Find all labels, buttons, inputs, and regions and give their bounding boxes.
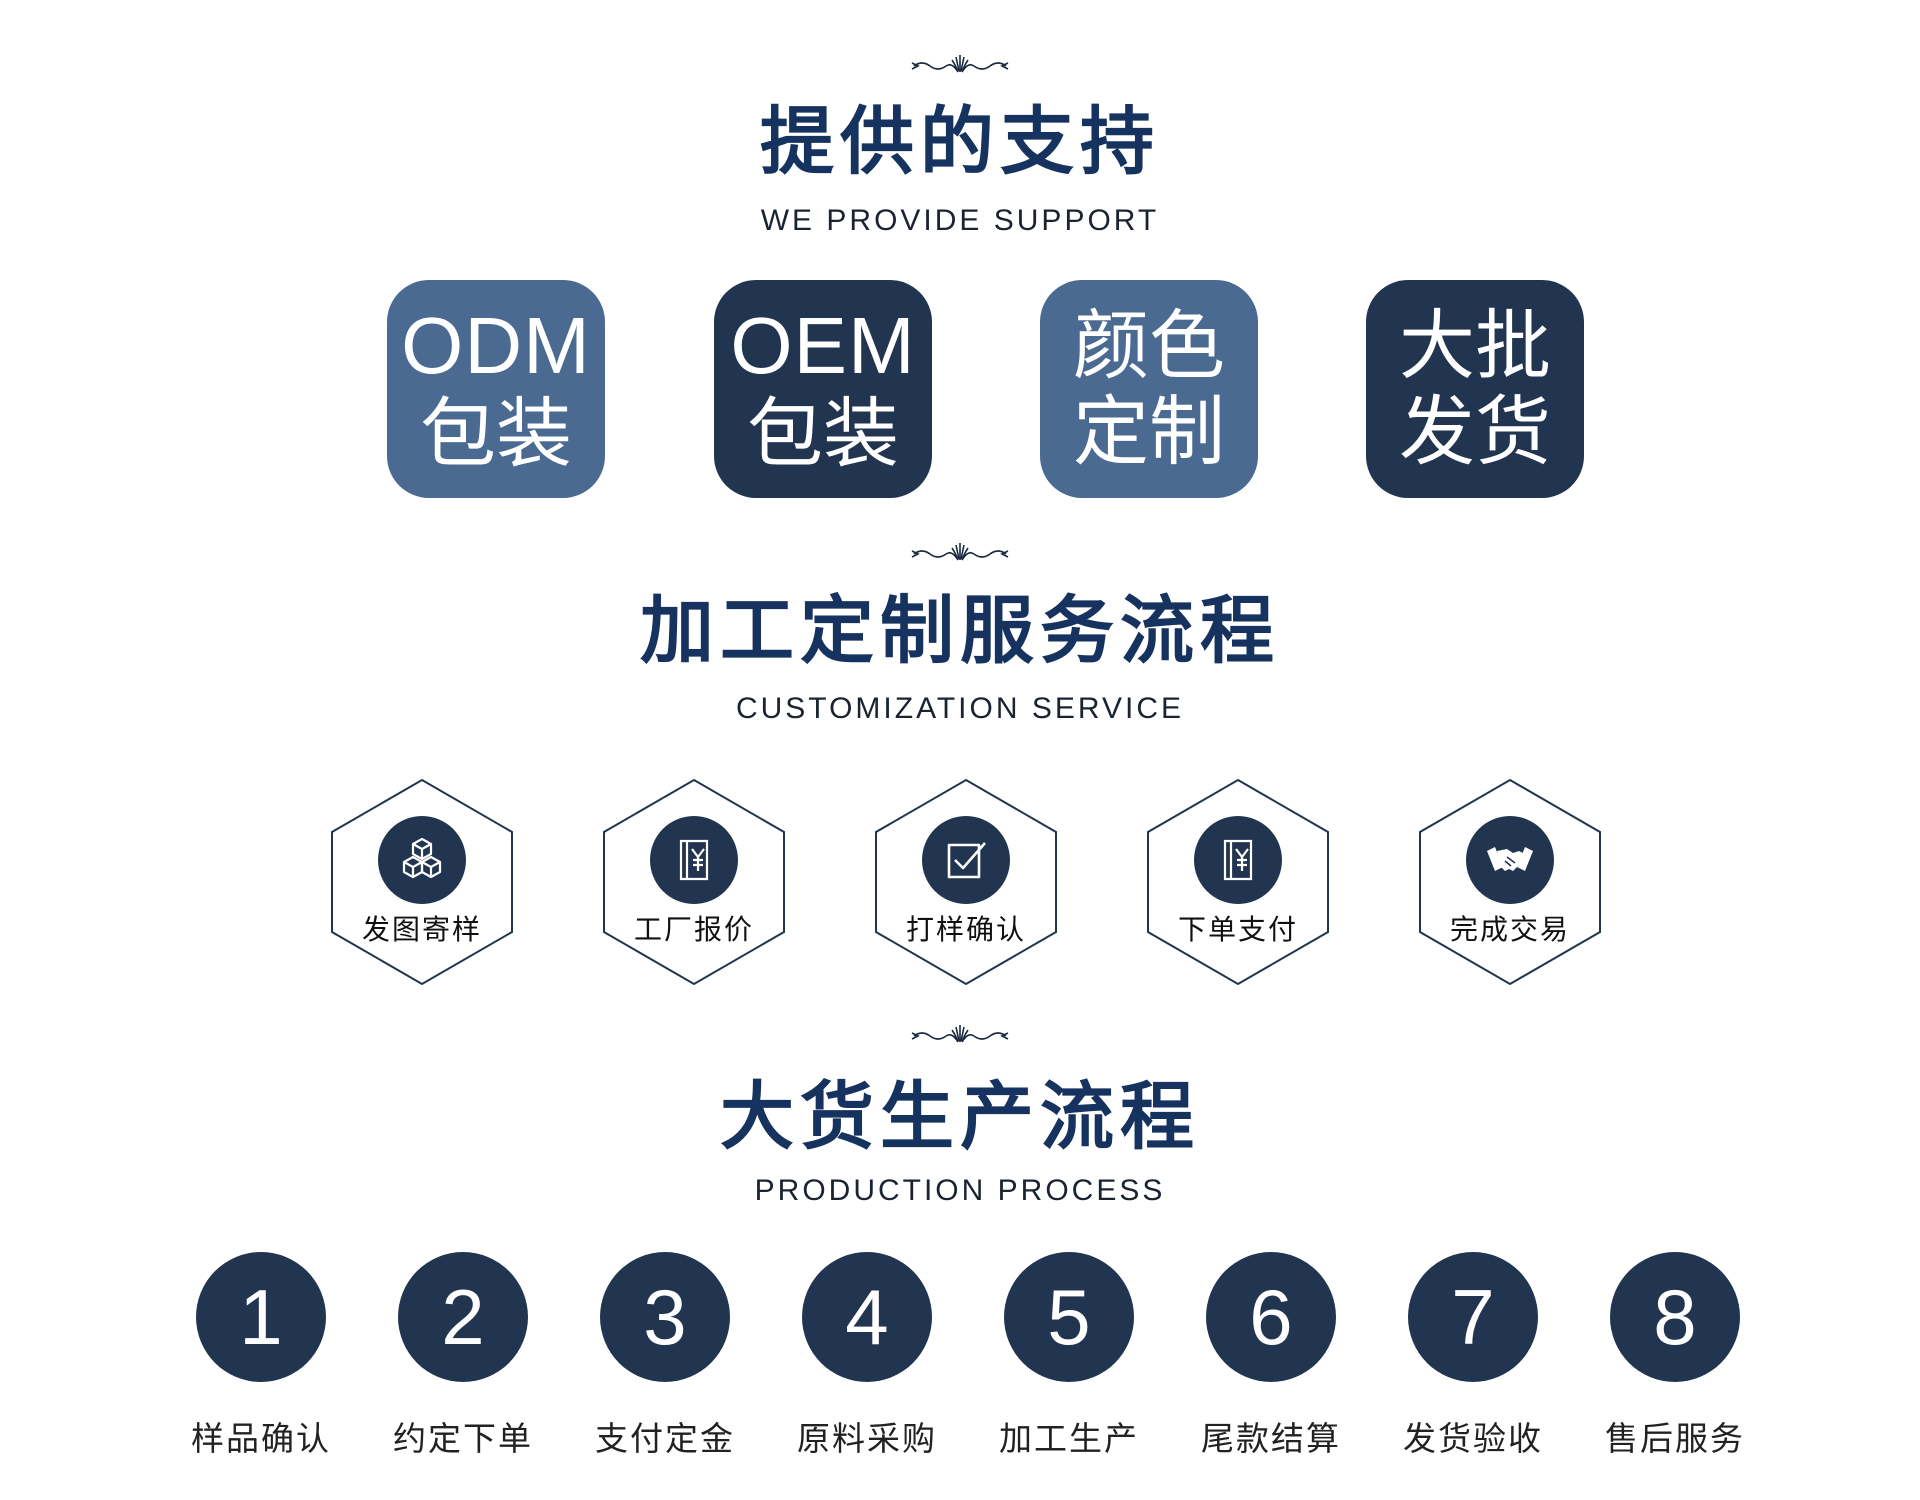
support-subtitle: WE PROVIDE SUPPORT [760, 204, 1160, 237]
production-step-6: 6 尾款结算 [1201, 1252, 1339, 1458]
step-number: 5 [1004, 1252, 1134, 1382]
tile-oem-packaging: OEM 包装 [714, 280, 932, 498]
ornament-icon [911, 55, 1009, 73]
tile-line2: 包装 [420, 389, 572, 478]
custom-step-label: 下单支付 [1177, 913, 1298, 946]
custom-step-label: 打样确认 [905, 913, 1026, 946]
tile-odm-packaging: ODM 包装 [387, 280, 605, 498]
checkbox-icon [922, 816, 1010, 904]
custom-step-3: 打样确认 [874, 778, 1058, 986]
custom-step-5: 完成交易 [1418, 778, 1602, 986]
support-title: 提供的支持 [760, 99, 1160, 185]
step-label: 约定下单 [393, 1419, 533, 1458]
production-step-8: 8 售后服务 [1605, 1252, 1743, 1458]
ornament-top [910, 52, 1010, 78]
tile-line1: OEM [730, 301, 916, 390]
production-step-3: 3 支付定金 [595, 1252, 733, 1458]
step-number: 3 [600, 1252, 730, 1382]
step-number: 8 [1610, 1252, 1740, 1382]
step-number: 1 [196, 1252, 326, 1382]
custom-step-4: 下单支付 [1146, 778, 1330, 986]
step-number: 2 [398, 1252, 528, 1382]
production-step-5: 5 加工生产 [999, 1252, 1137, 1458]
step-label: 原料采购 [797, 1419, 937, 1458]
customization-subtitle: CUSTOMIZATION SERVICE [735, 692, 1185, 725]
boxes-icon [378, 816, 466, 904]
ornament-middle [910, 540, 1010, 566]
custom-step-2: 工厂报价 [602, 778, 786, 986]
step-label: 加工生产 [999, 1419, 1139, 1458]
tile-line2: 发货 [1399, 387, 1551, 476]
production-subtitle: PRODUCTION PROCESS [754, 1174, 1166, 1207]
production-title: 大货生产流程 [720, 1074, 1200, 1160]
step-label: 样品确认 [191, 1419, 331, 1458]
step-number: 7 [1408, 1252, 1538, 1382]
tile-line1: 大批 [1399, 301, 1551, 390]
custom-step-label: 工厂报价 [633, 913, 754, 946]
step-number: 6 [1206, 1252, 1336, 1382]
ornament-icon [911, 1025, 1009, 1043]
tile-color-customization: 颜色 定制 [1040, 280, 1258, 498]
tile-bulk-shipping: 大批 发货 [1366, 280, 1584, 498]
tile-line1: ODM [401, 301, 591, 390]
production-step-7: 7 发货验收 [1403, 1252, 1541, 1458]
tile-line2: 包装 [747, 389, 899, 478]
step-number: 4 [802, 1252, 932, 1382]
step-label: 发货验收 [1403, 1419, 1543, 1458]
custom-step-1: 发图寄样 [330, 778, 514, 986]
step-label: 支付定金 [595, 1419, 735, 1458]
production-step-4: 4 原料采购 [797, 1252, 935, 1458]
yen-document-icon [1194, 816, 1282, 904]
step-label: 尾款结算 [1201, 1419, 1341, 1458]
step-label: 售后服务 [1605, 1419, 1745, 1458]
tile-line1: 颜色 [1073, 301, 1225, 390]
yen-document-icon [650, 816, 738, 904]
ornament-icon [911, 543, 1009, 561]
ornament-bottom [910, 1022, 1010, 1048]
customization-title: 加工定制服务流程 [640, 588, 1280, 674]
production-step-2: 2 约定下单 [393, 1252, 531, 1458]
production-step-1: 1 样品确认 [191, 1252, 329, 1458]
tile-line2: 定制 [1073, 387, 1225, 476]
handshake-icon [1466, 816, 1554, 904]
custom-step-label: 完成交易 [1449, 913, 1570, 946]
custom-step-label: 发图寄样 [361, 913, 482, 946]
